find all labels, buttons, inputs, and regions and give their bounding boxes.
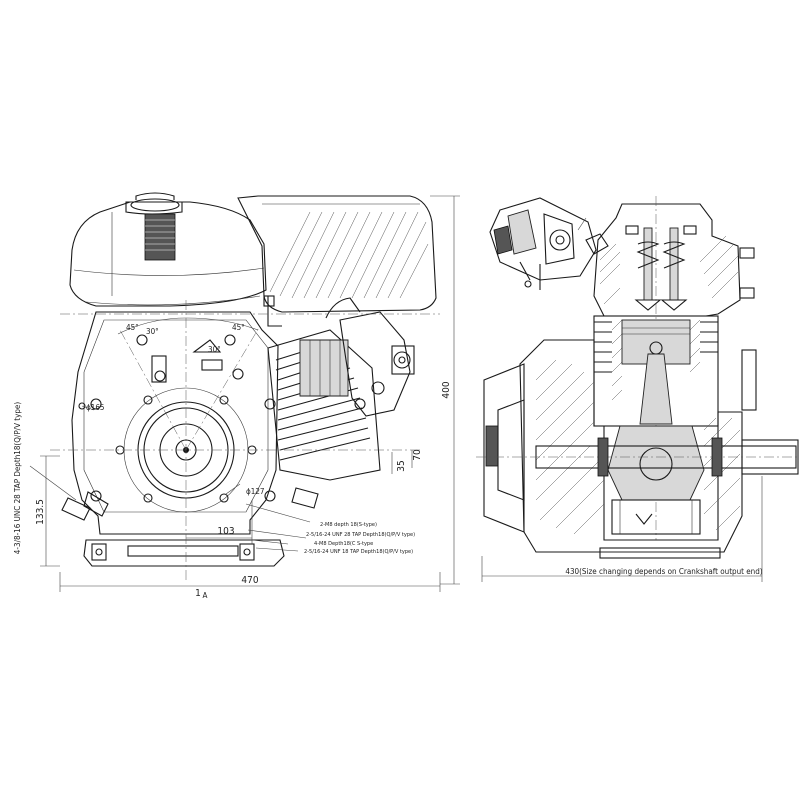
angle-30b-label: 30° <box>208 345 221 354</box>
side-section-view: 430(Size changing depends on Crankshaft … <box>476 196 800 582</box>
side-dimension-lines <box>481 476 763 582</box>
side-base <box>599 547 721 559</box>
dimension-lines <box>29 195 460 592</box>
shaft-offset-label: 35 <box>396 460 407 471</box>
crankshaft <box>476 437 800 477</box>
fuel-cap-icon <box>125 192 183 261</box>
fuel-tank <box>69 201 267 307</box>
callout-note-3: 4-M8 Depth18(C S-type <box>314 541 373 547</box>
carburetor-side <box>489 197 609 290</box>
front-view: 400 470 1 A 103 133.5 70 35 ϕ165 ϕ127 45… <box>13 192 460 600</box>
air-cleaner <box>237 195 437 313</box>
mount-offset-label: 103 <box>217 526 234 537</box>
angle-arcs <box>117 317 259 335</box>
crankshaft-width-note: 430(Size changing depends on Crankshaft … <box>565 567 762 576</box>
bolt-holes <box>78 334 276 503</box>
callout-note-4: 2-5/16-24 UNF 18 TAP Depth18(Q/P/V type) <box>304 549 413 555</box>
angle-45b-label: 45° <box>232 323 245 332</box>
crankcase-section <box>483 339 743 553</box>
cylinder-head <box>593 196 755 540</box>
angle-30-label: 30° <box>146 327 159 336</box>
cylinder-fins <box>267 329 381 481</box>
crankcase-front <box>71 311 279 535</box>
mounting-base <box>83 539 285 567</box>
center-lines <box>50 300 440 580</box>
mount-height-label: 133.5 <box>35 499 46 525</box>
fittings <box>61 339 319 521</box>
height-dimension-label: 400 <box>441 381 452 398</box>
diameter-127-label: ϕ127 <box>246 487 264 496</box>
tap-note-vertical: 4-3/8-16 UNC 28 TAP Depth18(Q/P/V type) <box>13 402 22 555</box>
callout-note-2: 2-5/16-24 UNF 28 TAP Depth18(Q/P/V type) <box>306 532 415 538</box>
width-dimension-label: 470 <box>241 575 258 586</box>
carburetor <box>263 295 415 417</box>
callout-note-1: 2-M8 depth 18(S-type) <box>320 522 377 528</box>
side-marker-label: 1 <box>195 588 201 599</box>
cylinder-block <box>593 315 757 427</box>
shaft-height-label: 70 <box>412 449 423 461</box>
diameter-165-label: ϕ165 <box>86 403 104 412</box>
side-marker-label-b: A <box>203 591 208 600</box>
angle-45-label: 45° <box>126 323 139 332</box>
